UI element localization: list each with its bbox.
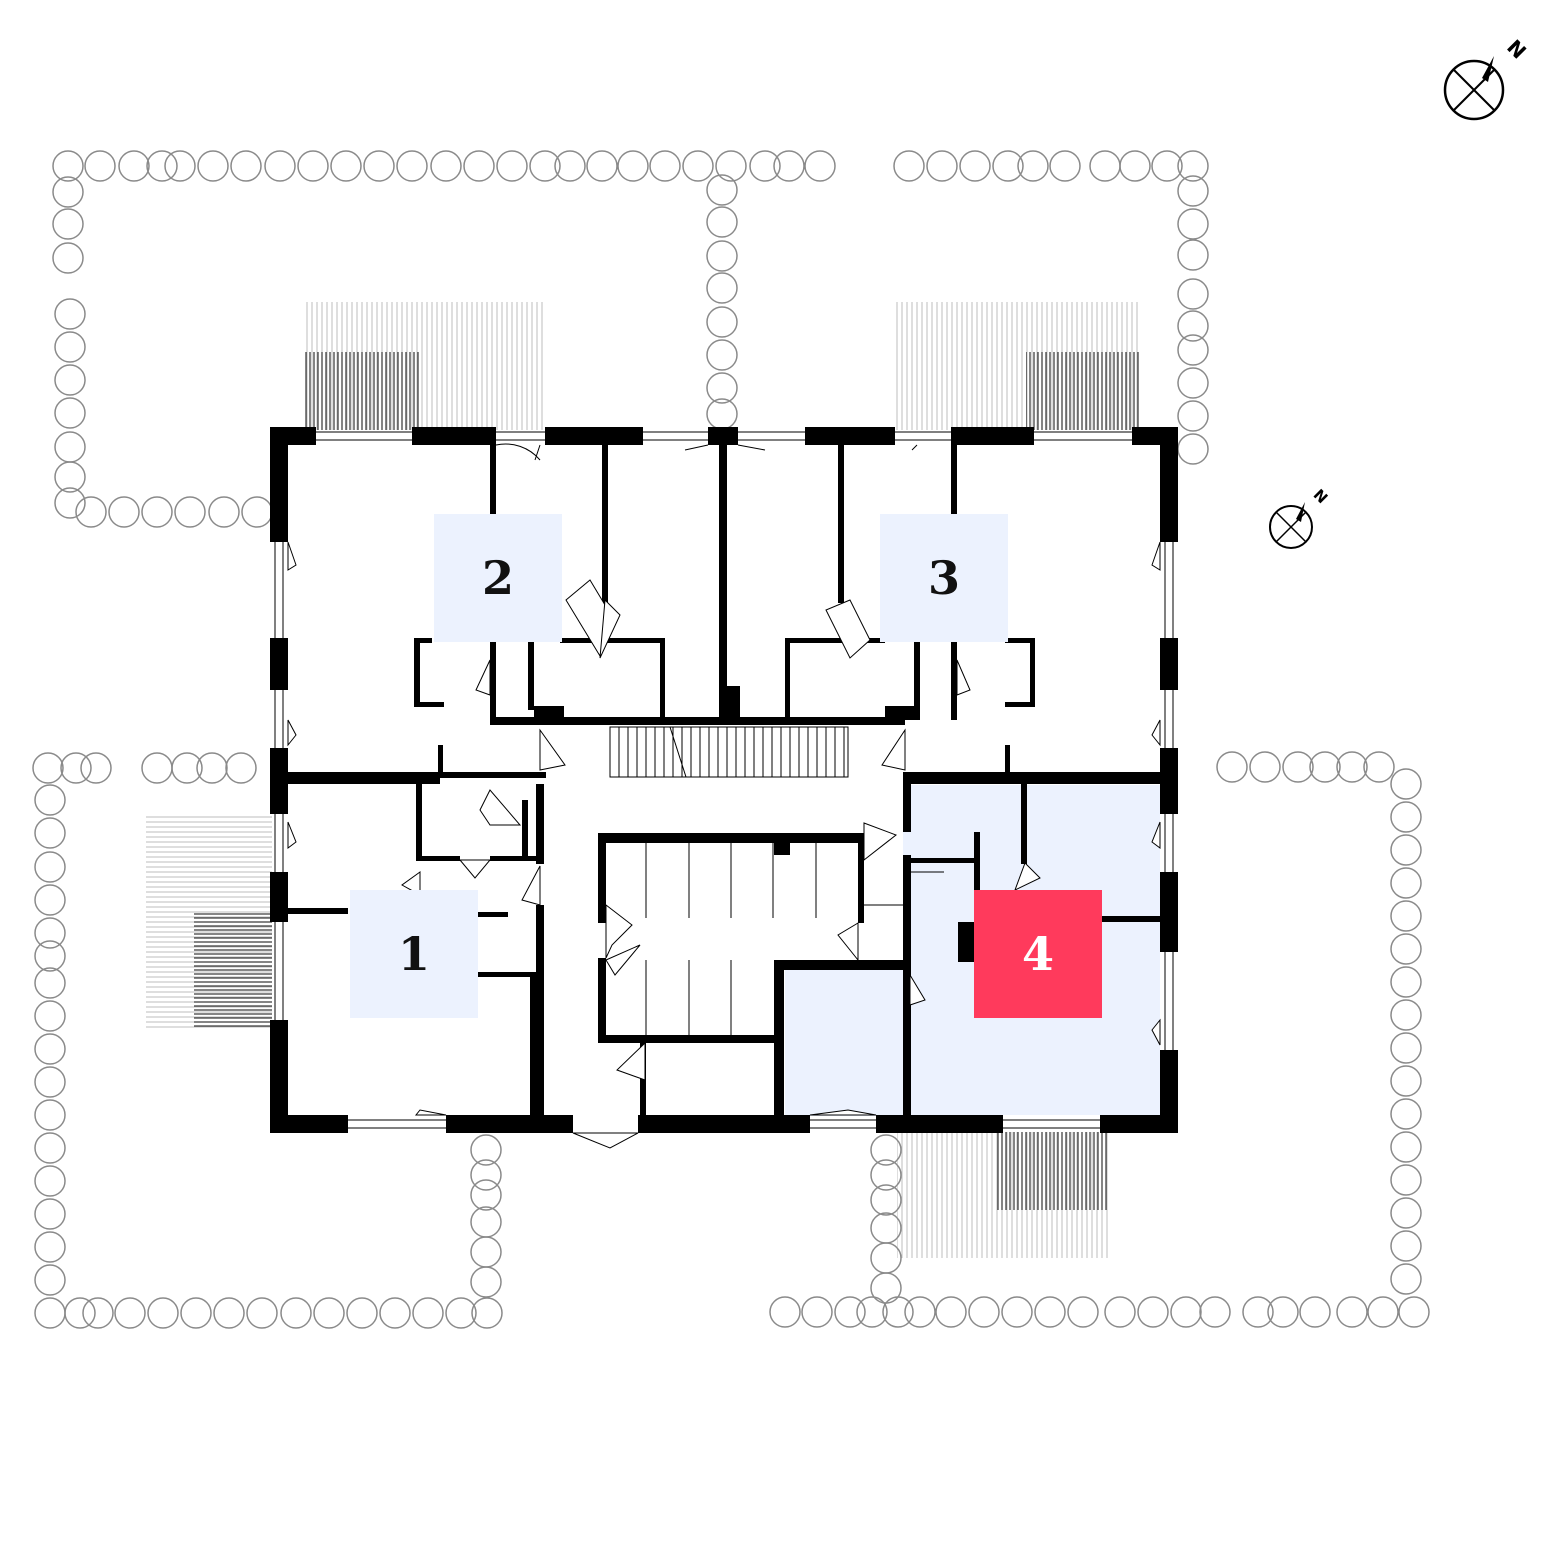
door-swings [287, 444, 1161, 1149]
compass-small-icon [1269, 502, 1313, 549]
apartment-2-label: 2 [482, 551, 514, 605]
apartment-4-area [785, 785, 1160, 1116]
hedge-trees [32, 150, 1430, 1329]
compass-north-label: N [1502, 35, 1531, 64]
windows [274, 431, 1174, 1129]
compass-small-north-label: N [1310, 486, 1332, 508]
apartment-1-label: 1 [398, 927, 430, 981]
terrace-west [146, 814, 272, 1028]
apartment-3-marker[interactable]: 3 [880, 514, 1008, 642]
terrace-north-west [305, 302, 545, 430]
apartment-1-marker[interactable]: 1 [350, 890, 478, 1018]
interior-walls [288, 445, 1160, 1117]
apartment-4-label: 4 [1022, 927, 1054, 981]
outer-walls [270, 427, 1178, 1133]
staircase [609, 726, 849, 778]
apartment-4-marker[interactable]: 4 [974, 890, 1102, 1018]
terrace-north-east [894, 302, 1140, 430]
terrace-south [897, 1132, 1109, 1258]
compass-large: N [1443, 35, 1531, 121]
compass-small: N [1269, 486, 1332, 549]
apartment-2-marker[interactable]: 2 [434, 514, 562, 642]
storage-dividers [645, 843, 944, 1035]
apartment-3-label: 3 [928, 551, 960, 605]
compass-icon [1443, 56, 1505, 121]
